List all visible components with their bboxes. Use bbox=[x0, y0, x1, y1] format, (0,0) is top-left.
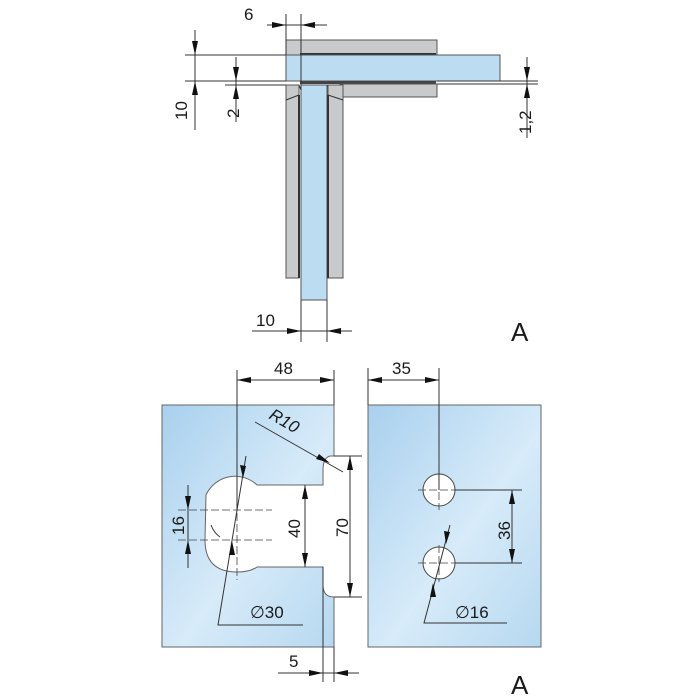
dim-hole-spacing: 36 bbox=[495, 521, 514, 540]
dim-offset: 6 bbox=[244, 5, 253, 24]
upper-clamp-plate bbox=[285, 39, 438, 56]
dim-gap: 2 bbox=[224, 109, 243, 118]
dim-hole-offset-left: 48 bbox=[274, 359, 293, 378]
lower-clamp-plate bbox=[339, 83, 438, 98]
dim-total-thickness: 10 bbox=[172, 101, 191, 120]
front-view: 48 R10 16 40 70 ∅30 35 36 ∅16 bbox=[161, 359, 542, 700]
dim-gap-front: 5 bbox=[289, 652, 298, 671]
dim-hole-diameter: ∅16 bbox=[455, 603, 489, 622]
horizontal-glass bbox=[285, 54, 501, 82]
dim-slot-diameter: ∅30 bbox=[250, 603, 284, 622]
dim-glass-thickness: 10 bbox=[256, 311, 275, 330]
vertical-glass bbox=[300, 84, 328, 301]
top-view: 6 10 2 1,2 10 A bbox=[172, 5, 538, 347]
dim-hole-offset-right: 35 bbox=[392, 359, 411, 378]
dim-cutout-height: 40 bbox=[285, 519, 304, 538]
view-label-front: A bbox=[511, 670, 529, 700]
dim-gasket: 1,2 bbox=[516, 110, 535, 134]
right-clamp-leg bbox=[327, 84, 344, 279]
dim-slot-height: 16 bbox=[169, 516, 188, 535]
view-label: A bbox=[511, 317, 529, 347]
dim-notch-height: 70 bbox=[333, 518, 352, 537]
left-clamp-leg bbox=[285, 84, 300, 279]
